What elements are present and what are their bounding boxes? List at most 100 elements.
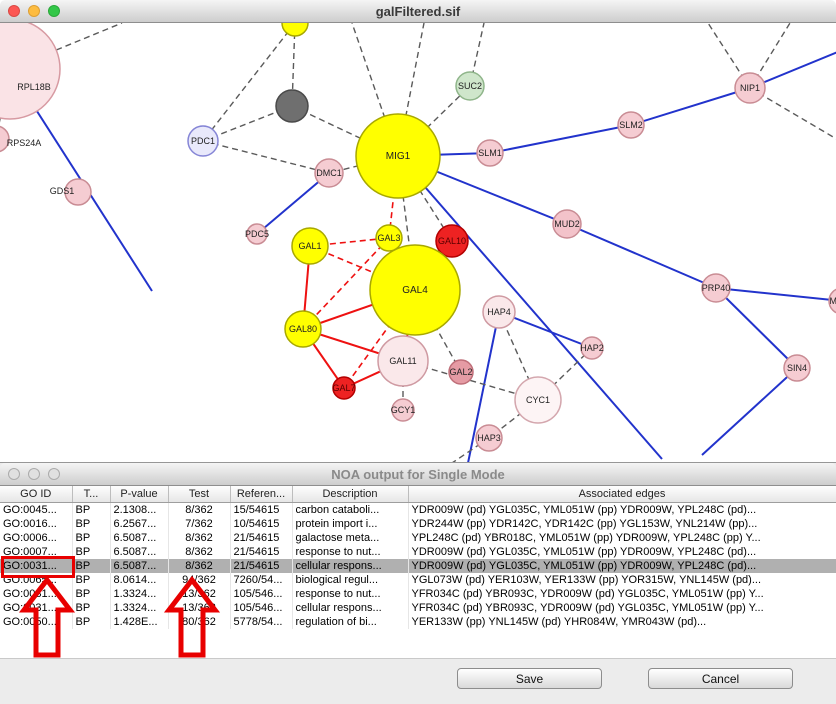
node-hap4[interactable] xyxy=(482,295,516,329)
node-label-mig1: MIG1 xyxy=(386,151,411,162)
network-edge[interactable] xyxy=(630,87,751,126)
network-edge[interactable] xyxy=(489,124,632,154)
network-window-titlebar[interactable]: galFiltered.sif xyxy=(0,0,836,23)
table-cell: BP xyxy=(72,615,111,629)
node-dmc1[interactable] xyxy=(314,158,344,188)
zoom-button[interactable] xyxy=(48,468,60,480)
network-edge[interactable] xyxy=(397,85,471,157)
network-edge[interactable] xyxy=(467,311,500,463)
node-label-gal80: GAL80 xyxy=(289,324,317,334)
node-gal1[interactable] xyxy=(291,227,329,265)
column-header-p-value[interactable]: P-value xyxy=(110,486,169,503)
network-edge[interactable] xyxy=(302,237,390,330)
node-gal4[interactable] xyxy=(369,244,461,336)
node-pdc1[interactable] xyxy=(187,125,219,157)
network-edge[interactable] xyxy=(715,287,798,369)
table-cell: 80/362 xyxy=(168,615,231,629)
node-mud2[interactable] xyxy=(552,209,582,239)
table-cell: BP xyxy=(72,517,111,531)
node-rps24a[interactable] xyxy=(0,125,10,153)
node-prp40[interactable] xyxy=(701,273,731,303)
node-nip1[interactable] xyxy=(734,72,766,104)
node-sin4[interactable] xyxy=(783,354,811,382)
network-edge[interactable] xyxy=(749,87,836,141)
node-gal7[interactable] xyxy=(332,376,356,400)
minimize-button[interactable] xyxy=(28,5,40,17)
table-cell: biological regul... xyxy=(292,573,409,587)
table-cell: 1.3324... xyxy=(110,601,169,615)
table-cell: BP xyxy=(72,601,111,615)
minimize-button[interactable] xyxy=(28,468,40,480)
column-header-test[interactable]: Test xyxy=(168,486,231,503)
node-label-gal4: GAL4 xyxy=(402,285,428,296)
node-suc2[interactable] xyxy=(455,71,485,101)
node-gal11[interactable] xyxy=(377,335,429,387)
node-gal10[interactable] xyxy=(435,224,469,258)
network-edge[interactable] xyxy=(451,437,490,463)
network-edge[interactable] xyxy=(202,140,330,174)
column-header-referen[interactable]: Referen... xyxy=(230,486,293,503)
column-header-description[interactable]: Description xyxy=(292,486,409,503)
network-edge[interactable] xyxy=(202,23,296,142)
table-cell: GO:0031... xyxy=(0,601,73,615)
noa-window-titlebar[interactable]: NOA output for Single Mode xyxy=(0,463,836,486)
network-edge[interactable] xyxy=(397,155,663,460)
table-cell: 8/362 xyxy=(168,559,231,573)
network-edge[interactable] xyxy=(566,223,717,289)
network-edge[interactable] xyxy=(291,23,296,107)
node-msn5[interactable] xyxy=(828,288,836,314)
node-slm2[interactable] xyxy=(617,111,645,139)
table-cell: galactose meta... xyxy=(292,531,409,545)
table-cell: 105/546... xyxy=(230,587,293,601)
table-cell: YDR009W (pd) YGL035C, YML051W (pp) YDR00… xyxy=(408,502,836,517)
node-label-gds1: GDS1 xyxy=(50,186,75,196)
node-gal80[interactable] xyxy=(284,310,322,348)
network-edge[interactable] xyxy=(749,51,836,89)
table-cell: BP xyxy=(72,545,111,559)
node-gds1[interactable] xyxy=(64,178,92,206)
zoom-button[interactable] xyxy=(48,5,60,17)
network-edge[interactable] xyxy=(701,367,798,456)
node-label-gal1: GAL1 xyxy=(298,241,321,251)
network-canvas[interactable]: RPL18BRPS24AGDS1PDC1MIG1DMC1SUC2SLM1SLM2… xyxy=(0,23,836,463)
node-label-hap2: HAP2 xyxy=(580,343,604,353)
node-label-gal7: GAL7 xyxy=(332,383,355,393)
node-hap2[interactable] xyxy=(580,336,604,360)
column-header-associated-edges[interactable]: Associated edges xyxy=(408,486,836,503)
node-mig1[interactable] xyxy=(355,113,441,199)
node-topy[interactable] xyxy=(281,23,309,37)
button-bar: Save Cancel xyxy=(0,659,836,689)
column-header-t[interactable]: T... xyxy=(72,486,111,503)
table-cell: 94/362 xyxy=(168,573,231,587)
column-header-go-id[interactable]: GO ID xyxy=(0,486,73,503)
close-button[interactable] xyxy=(8,5,20,17)
node-slm1[interactable] xyxy=(476,139,504,167)
close-button[interactable] xyxy=(8,468,20,480)
node-hap3[interactable] xyxy=(475,424,503,452)
node-gal2[interactable] xyxy=(448,359,474,385)
table-cell: 7/362 xyxy=(168,517,231,531)
node-gal3[interactable] xyxy=(375,224,403,252)
network-edge[interactable] xyxy=(256,172,330,235)
network-edge[interactable] xyxy=(715,287,836,302)
node-rpl18b[interactable] xyxy=(0,23,61,120)
node-gcy1[interactable] xyxy=(391,398,415,422)
cancel-button[interactable]: Cancel xyxy=(648,668,793,689)
network-edge[interactable] xyxy=(397,155,453,242)
node-cyc1[interactable] xyxy=(514,376,562,424)
node-label-slm2: SLM2 xyxy=(619,120,643,130)
node-gray1[interactable] xyxy=(275,89,309,123)
save-button[interactable]: Save xyxy=(457,668,602,689)
node-pdc5[interactable] xyxy=(246,223,268,245)
